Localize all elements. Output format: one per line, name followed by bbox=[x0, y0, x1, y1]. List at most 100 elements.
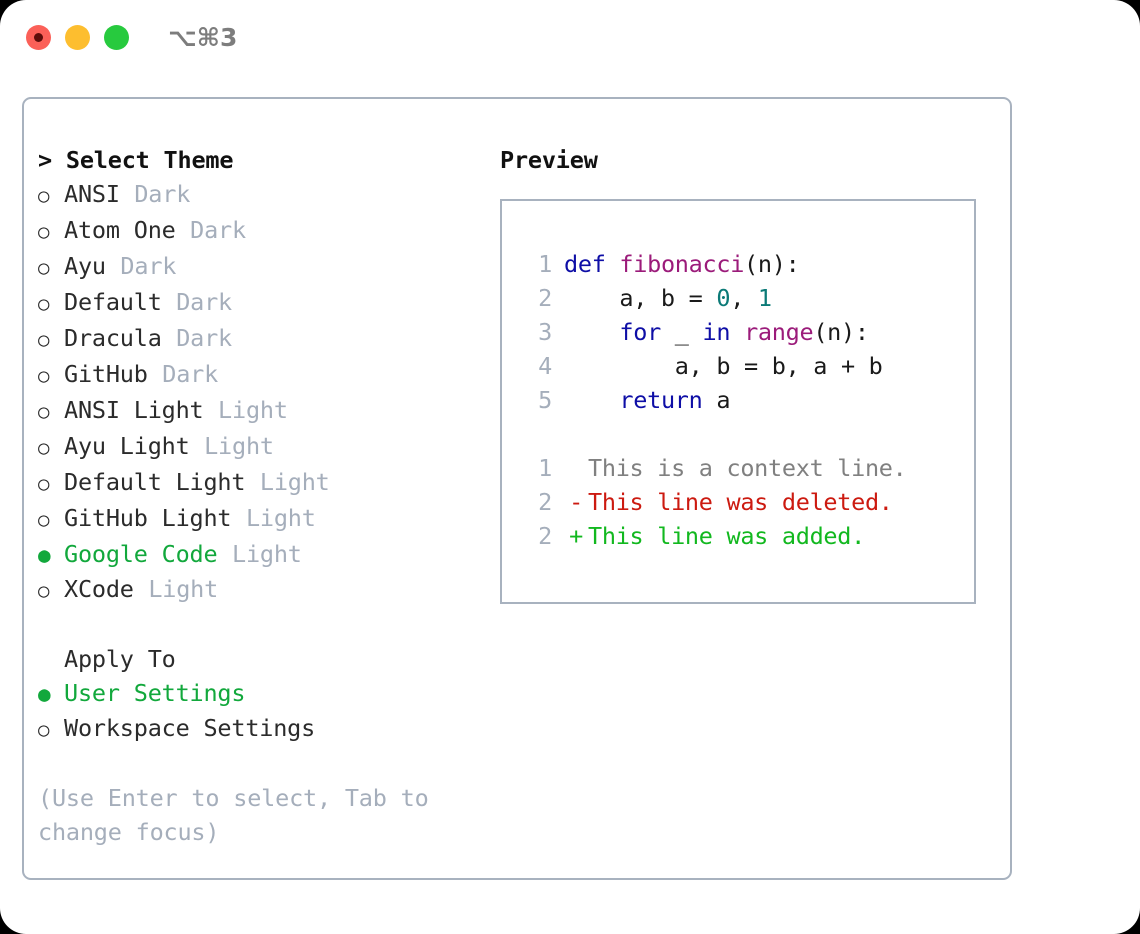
theme-option-github-light[interactable]: ○ GitHub Light Light bbox=[38, 501, 498, 537]
radio-unselected-icon: ○ bbox=[38, 437, 50, 459]
code-token-plain: (n): bbox=[813, 318, 869, 346]
window-controls bbox=[26, 25, 129, 50]
code-token-kw: return bbox=[619, 386, 703, 414]
diff-line-text: This line was added. bbox=[588, 522, 865, 550]
line-number: 4 bbox=[538, 352, 552, 380]
theme-option-label: Dracula bbox=[64, 324, 162, 352]
radio-unselected-icon: ○ bbox=[38, 401, 50, 423]
code-line: 3 for _ in range(n): bbox=[518, 315, 968, 349]
prompt-caret: > bbox=[38, 146, 66, 174]
code-line-text: a, b = b, a + b bbox=[564, 349, 883, 383]
code-token-plain: , bbox=[730, 284, 758, 312]
code-token-plain: _ bbox=[660, 318, 703, 346]
theme-option-mode-badge: Dark bbox=[176, 288, 232, 316]
radio-unselected-icon: ○ bbox=[38, 185, 50, 207]
apply-to-header: Apply To bbox=[64, 645, 176, 673]
code-line-text: for _ in range(n): bbox=[564, 315, 869, 349]
radio-unselected-icon: ○ bbox=[38, 580, 50, 602]
theme-option-mode-badge: Light bbox=[245, 504, 316, 532]
theme-option-default-light[interactable]: ○ Default Light Light bbox=[38, 465, 498, 501]
code-token-plain bbox=[564, 386, 619, 414]
theme-option-label: GitHub Light bbox=[64, 504, 232, 532]
code-line-text: a, b = 0, 1 bbox=[564, 281, 772, 315]
zoom-button-icon[interactable] bbox=[104, 25, 129, 50]
line-number: 1 bbox=[538, 454, 552, 482]
theme-option-dracula[interactable]: ○ Dracula Dark bbox=[38, 321, 498, 357]
theme-option-label: ANSI Light bbox=[64, 396, 204, 424]
diff-marker bbox=[564, 451, 588, 485]
apply-to-option-user-settings[interactable]: ●User Settings bbox=[38, 676, 498, 711]
spacer bbox=[518, 417, 968, 451]
theme-option-mode-badge: Light bbox=[232, 540, 302, 568]
preview-title: Preview bbox=[500, 146, 598, 174]
line-number: 2 bbox=[538, 284, 552, 312]
line-number: 2 bbox=[538, 522, 552, 550]
radio-unselected-icon: ○ bbox=[38, 509, 50, 531]
radio-selected-icon: ● bbox=[38, 543, 51, 567]
theme-option-ansi-light[interactable]: ○ ANSI Light Light bbox=[38, 393, 498, 429]
theme-option-label: Ayu Light bbox=[64, 432, 190, 460]
radio-selected-icon: ● bbox=[38, 682, 51, 706]
title-bar: ⌥⌘3 bbox=[0, 0, 1140, 78]
keyboard-shortcut-badge: ⌥⌘3 bbox=[168, 23, 238, 52]
code-token-fn: fibonacci bbox=[619, 250, 745, 278]
theme-option-github[interactable]: ○ GitHub Dark bbox=[38, 357, 498, 393]
diff-line-text: This is a context line. bbox=[588, 454, 907, 482]
theme-option-label: Default Light bbox=[64, 468, 246, 496]
code-token-num: 1 bbox=[757, 284, 772, 312]
code-token-plain bbox=[730, 318, 744, 346]
code-token-kw: def bbox=[564, 250, 620, 278]
theme-option-mode-badge: Light bbox=[218, 396, 288, 424]
radio-unselected-icon: ○ bbox=[38, 221, 50, 243]
code-line-text: return a bbox=[564, 383, 730, 417]
code-token-num: 0 bbox=[716, 284, 731, 312]
code-line: 2 a, b = 0, 1 bbox=[518, 281, 968, 315]
minimize-button-icon[interactable] bbox=[65, 25, 90, 50]
code-line-text: def fibonacci(n): bbox=[564, 247, 800, 281]
radio-unselected-icon: ○ bbox=[38, 473, 50, 495]
radio-unselected-icon: ○ bbox=[38, 719, 50, 741]
radio-unselected-icon: ○ bbox=[38, 329, 50, 351]
close-button-icon[interactable] bbox=[26, 25, 51, 50]
theme-option-mode-badge: Light bbox=[259, 468, 330, 496]
code-token-plain: a, b = bbox=[564, 284, 717, 312]
line-number: 5 bbox=[538, 386, 552, 414]
code-token-plain: a bbox=[702, 386, 731, 414]
theme-option-mode-badge: Dark bbox=[176, 324, 232, 352]
diff-sample: 1 This is a context line. 2-This line was… bbox=[518, 451, 968, 553]
line-number: 3 bbox=[538, 318, 552, 346]
apply-to-option-workspace-settings[interactable]: ○Workspace Settings bbox=[38, 711, 498, 747]
line-number: 2 bbox=[538, 488, 552, 516]
theme-option-mode-badge: Dark bbox=[162, 360, 219, 388]
radio-unselected-icon: ○ bbox=[38, 365, 50, 387]
code-token-plain: (n): bbox=[744, 250, 800, 278]
code-line: 4 a, b = b, a + b bbox=[518, 349, 968, 383]
theme-option-xcode[interactable]: ○ XCode Light bbox=[38, 572, 498, 608]
theme-option-mode-badge: Light bbox=[148, 575, 219, 603]
select-theme-header: > Select Theme bbox=[38, 143, 498, 177]
diff-marker: + bbox=[569, 522, 583, 550]
theme-option-label: GitHub bbox=[64, 360, 148, 388]
theme-option-label: XCode bbox=[64, 575, 134, 603]
select-theme-label: Select Theme bbox=[65, 146, 234, 174]
code-token-fn: range bbox=[744, 318, 814, 346]
diff-marker: - bbox=[569, 488, 583, 516]
diff-line-context: 1 This is a context line. bbox=[518, 451, 968, 485]
code-token-plain: a, b = b, a + b bbox=[564, 352, 883, 380]
code-token-kw: for bbox=[619, 318, 661, 346]
theme-option-mode-badge: Dark bbox=[190, 216, 246, 244]
radio-unselected-icon: ○ bbox=[38, 257, 50, 279]
